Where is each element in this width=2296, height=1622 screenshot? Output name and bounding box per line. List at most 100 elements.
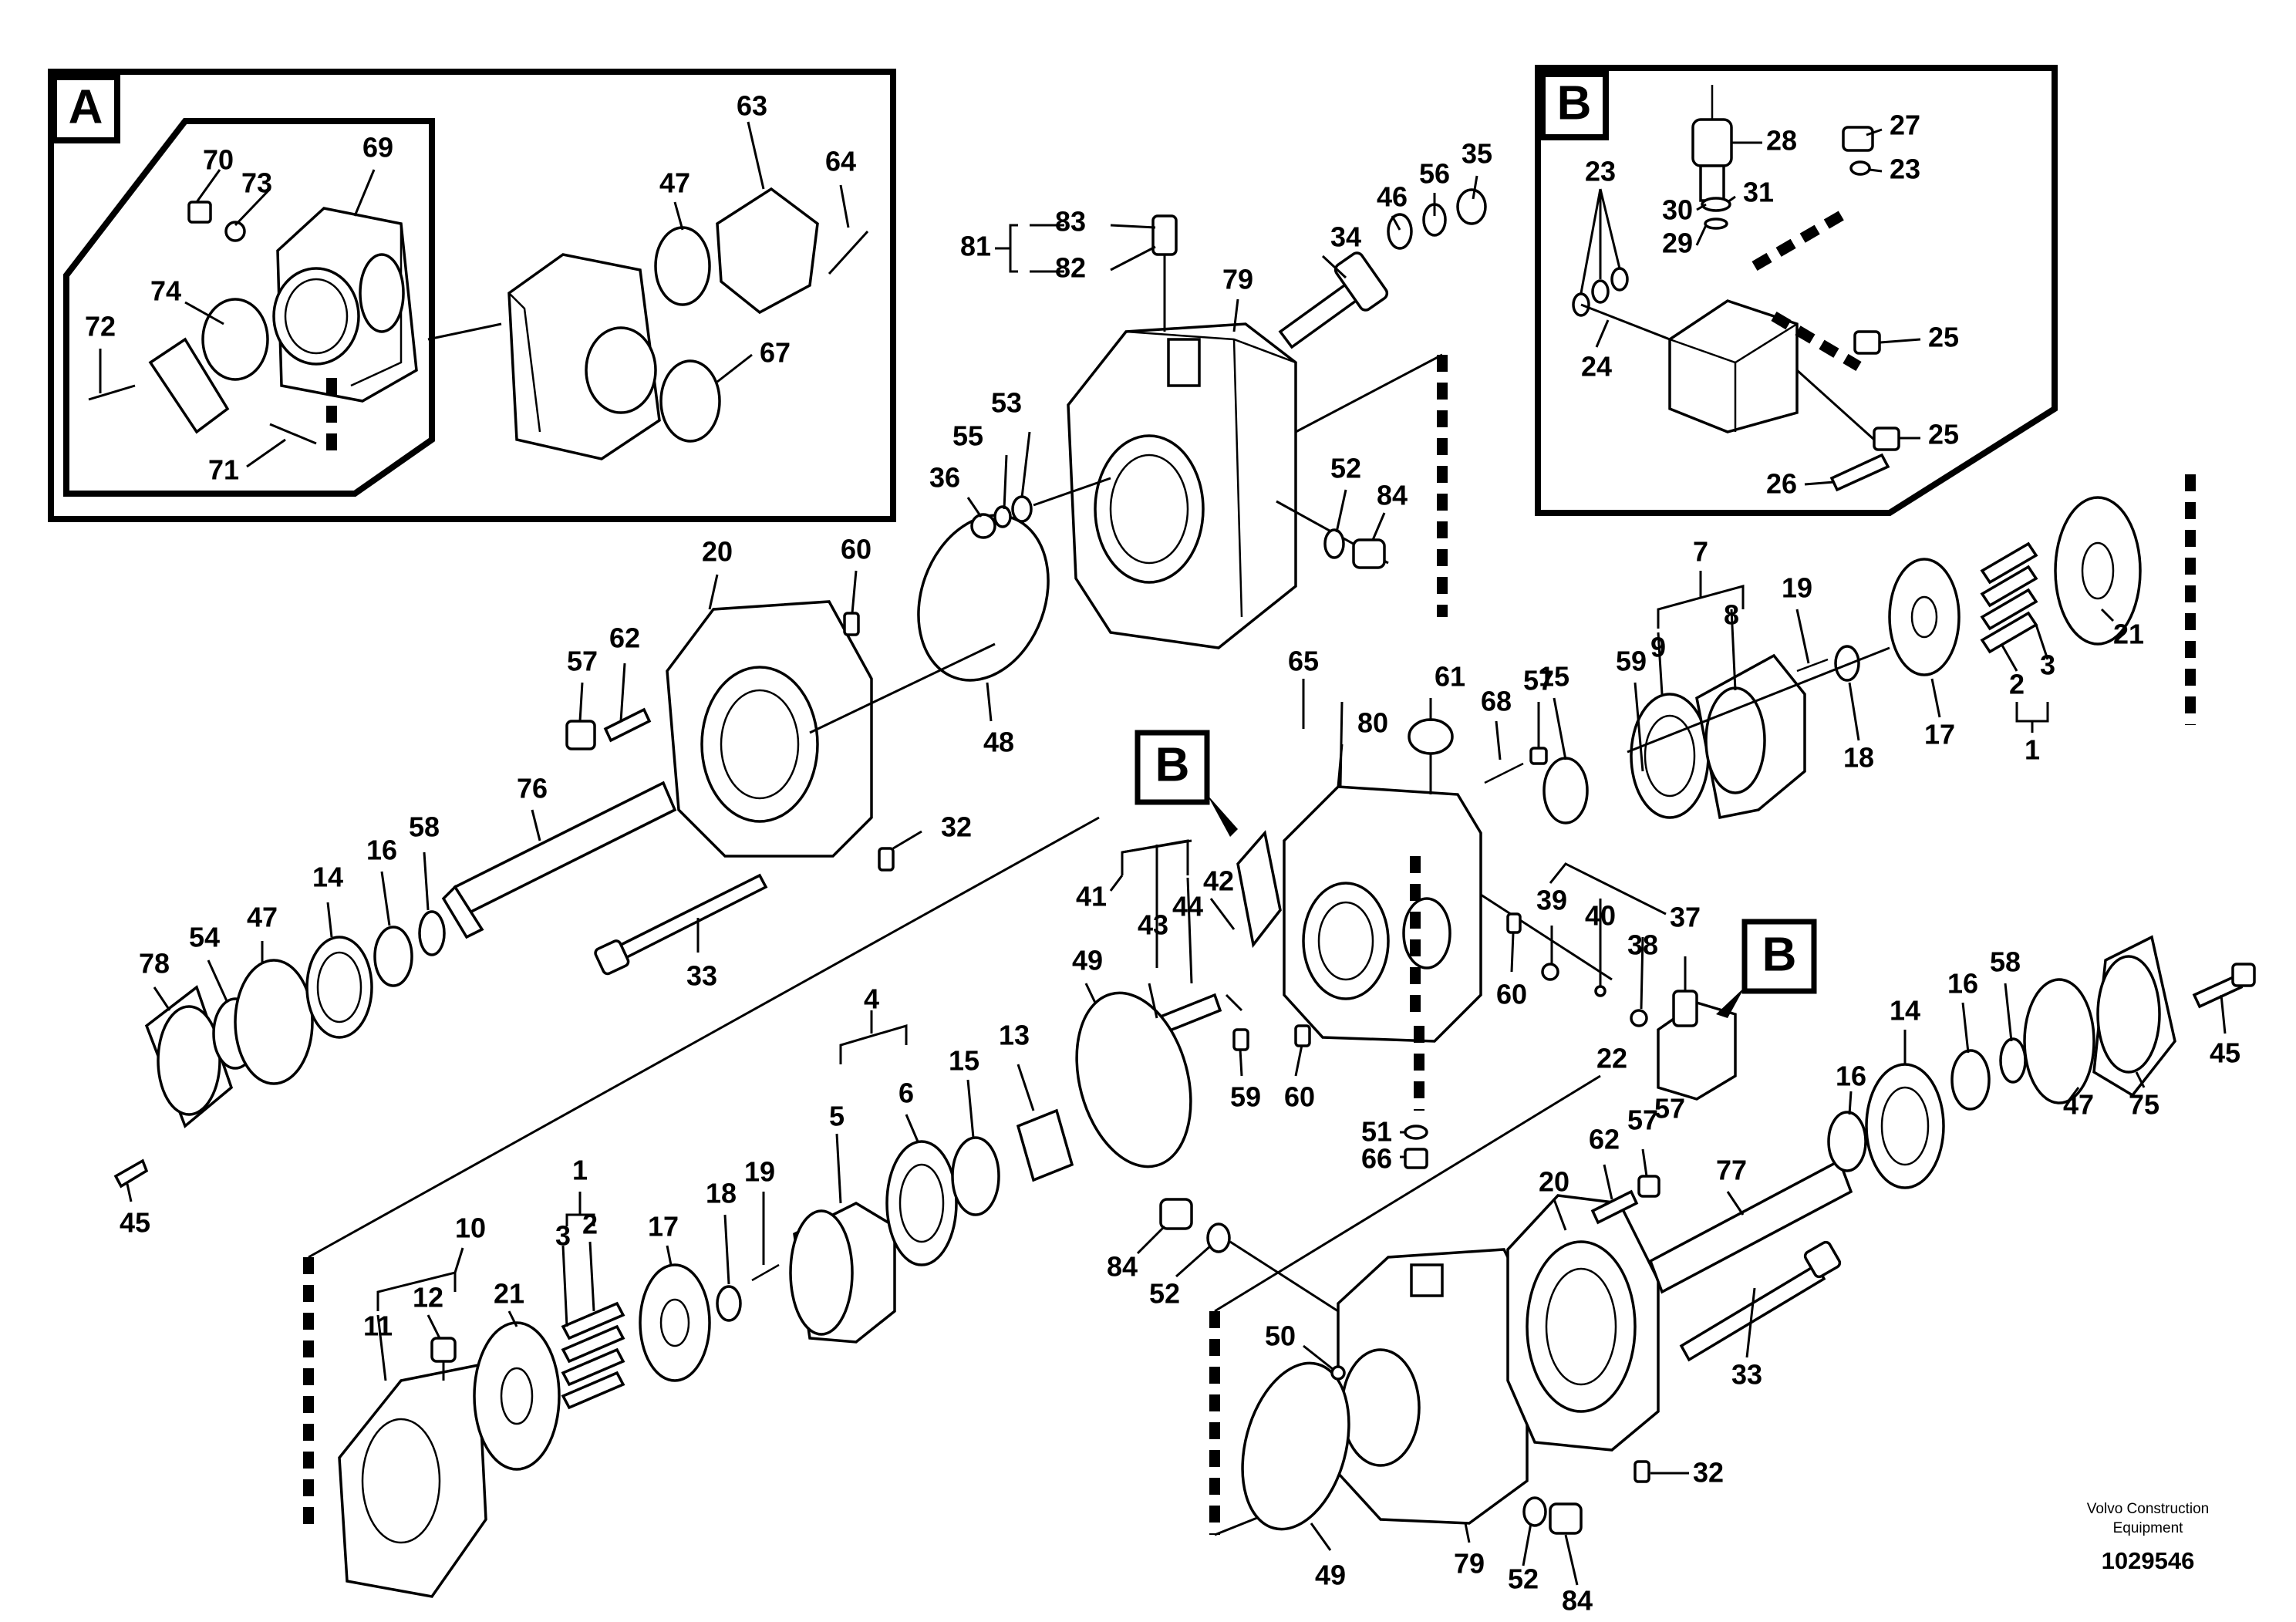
part-label-59-a: 59 <box>1230 1081 1261 1113</box>
part-label-73: 73 <box>241 167 272 199</box>
part-label-64: 64 <box>825 146 856 177</box>
part-label-25-a: 25 <box>1928 322 1959 353</box>
part-label-53: 53 <box>991 387 1022 419</box>
part-label-58-a: 58 <box>409 811 440 843</box>
part-label-47-a: 47 <box>659 167 690 199</box>
part-label-4: 4 <box>864 983 879 1015</box>
part-label-2-a: 2 <box>2009 669 2025 700</box>
center-valve-block <box>1135 718 1613 1169</box>
part-label-21-b: 21 <box>494 1278 524 1310</box>
part-label-67: 67 <box>760 337 791 369</box>
part-label-57-b: 57 <box>1523 665 1554 696</box>
part-label-10: 10 <box>455 1212 486 1244</box>
callout-b-mid-text: B <box>1762 928 1797 981</box>
company-name-line1: Volvo Construction <box>2087 1501 2209 1517</box>
part-label-62-a: 62 <box>609 622 640 654</box>
part-label-57-a: 57 <box>567 646 598 677</box>
part-label-23-b: 23 <box>1890 153 1920 185</box>
part-label-82: 82 <box>1055 252 1086 284</box>
part-label-42: 42 <box>1203 865 1234 897</box>
part-label-69: 69 <box>362 132 393 164</box>
rotating-group-top <box>1484 474 2196 824</box>
part-label-84-a: 84 <box>1377 480 1408 511</box>
part-label-19-a: 19 <box>1782 572 1812 604</box>
part-label-68: 68 <box>1481 686 1512 717</box>
part-label-61: 61 <box>1435 661 1465 693</box>
part-label-41: 41 <box>1076 881 1107 912</box>
part-label-72: 72 <box>85 311 116 342</box>
part-label-50: 50 <box>1265 1320 1296 1352</box>
part-label-47-b: 47 <box>247 902 278 933</box>
part-label-52-a: 52 <box>1330 453 1361 484</box>
part-label-19-b: 19 <box>744 1156 775 1188</box>
part-label-9: 9 <box>1650 632 1666 663</box>
part-label-31: 31 <box>1743 177 1774 208</box>
part-label-3-a: 3 <box>2040 649 2055 681</box>
part-number-labels: 70 73 69 74 72 71 47 63 64 67 28 27 23 2… <box>85 90 2240 1617</box>
left-bearing-stack <box>113 910 446 1189</box>
part-label-62-b: 62 <box>1589 1124 1620 1155</box>
part-label-25-b: 25 <box>1928 419 1959 450</box>
part-label-14-b: 14 <box>1890 995 1920 1027</box>
part-label-57-c: 57 <box>1654 1093 1685 1125</box>
part-label-38: 38 <box>1627 929 1658 961</box>
part-label-30: 30 <box>1662 194 1693 226</box>
part-label-15-a: 15 <box>1539 661 1569 693</box>
part-label-14-a: 14 <box>312 862 343 893</box>
part-label-1-b: 1 <box>572 1155 588 1186</box>
part-label-16-c: 16 <box>1947 968 1978 1000</box>
part-label-60-a: 60 <box>841 534 872 565</box>
part-label-35: 35 <box>1462 138 1492 170</box>
part-label-27: 27 <box>1890 110 1920 141</box>
part-label-34: 34 <box>1330 221 1361 253</box>
part-label-80: 80 <box>1357 707 1388 739</box>
part-label-33-a: 33 <box>686 960 717 992</box>
part-label-60-c: 60 <box>1496 979 1527 1010</box>
part-label-28: 28 <box>1766 125 1797 157</box>
part-label-32-a: 32 <box>941 811 972 843</box>
part-label-20-a: 20 <box>702 536 733 568</box>
inset-b-parts <box>1572 85 1900 492</box>
part-label-76: 76 <box>517 773 548 804</box>
part-label-40: 40 <box>1585 900 1616 932</box>
part-label-26: 26 <box>1766 468 1797 500</box>
part-label-58-b: 58 <box>1990 946 2021 978</box>
main-housing-top <box>917 188 1487 682</box>
part-label-66: 66 <box>1361 1143 1392 1175</box>
part-label-79-a: 79 <box>1222 264 1253 295</box>
part-label-39: 39 <box>1536 885 1567 916</box>
callout-b-mid: B <box>1716 919 1817 1018</box>
part-label-15-b: 15 <box>949 1045 979 1077</box>
part-label-8: 8 <box>1724 599 1739 631</box>
part-label-57-d: 57 <box>1627 1104 1658 1136</box>
part-label-21-a: 21 <box>2113 619 2144 650</box>
part-label-16-b: 16 <box>1836 1061 1866 1092</box>
flange-shaft-top <box>441 600 996 976</box>
company-name-line2: Equipment <box>2113 1520 2184 1536</box>
part-label-17-a: 17 <box>1924 719 1955 750</box>
part-label-83: 83 <box>1055 206 1086 238</box>
part-label-49-a: 49 <box>1072 945 1103 976</box>
part-label-1-a: 1 <box>2025 734 2040 766</box>
part-label-5: 5 <box>829 1101 845 1132</box>
part-label-46: 46 <box>1377 181 1408 213</box>
part-label-56: 56 <box>1419 158 1450 190</box>
part-label-33-b: 33 <box>1731 1359 1762 1391</box>
part-label-44: 44 <box>1172 891 1203 922</box>
part-label-18-a: 18 <box>1843 742 1874 774</box>
part-label-60-b: 60 <box>1284 1081 1315 1113</box>
part-label-11: 11 <box>363 1310 393 1342</box>
part-label-77: 77 <box>1716 1155 1747 1186</box>
part-label-43: 43 <box>1138 909 1168 941</box>
part-label-52-b: 52 <box>1149 1278 1180 1310</box>
part-label-37: 37 <box>1670 902 1701 933</box>
part-label-23-a: 23 <box>1585 156 1616 187</box>
inset-a-tag: A <box>69 80 103 133</box>
lower-left-group <box>303 816 1311 1598</box>
part-label-24: 24 <box>1581 351 1612 383</box>
part-label-74: 74 <box>150 275 181 307</box>
part-label-51: 51 <box>1361 1116 1392 1148</box>
part-label-22: 22 <box>1596 1043 1627 1074</box>
part-label-84-b: 84 <box>1107 1251 1138 1283</box>
